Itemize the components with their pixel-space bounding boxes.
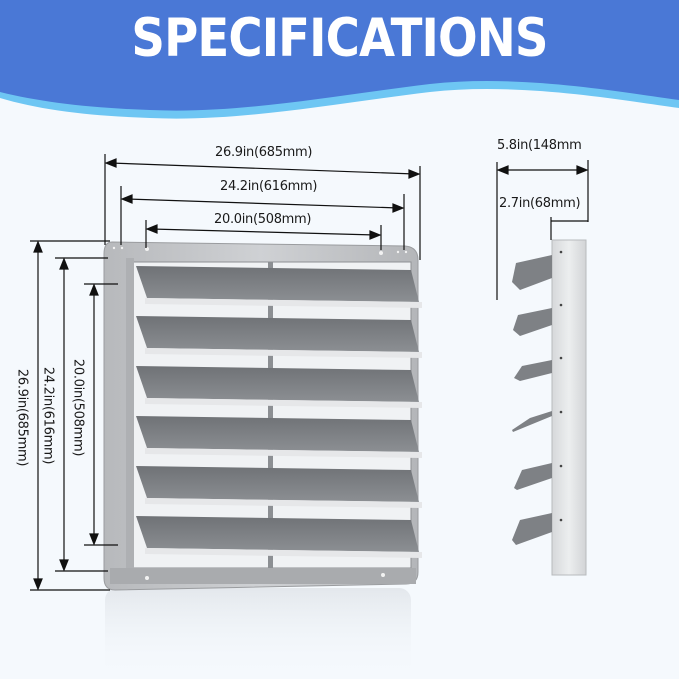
dimension-overall-width: 26.9in(685mm)	[215, 145, 313, 160]
dimension-opening-width: 20.0in(508mm)	[214, 212, 312, 227]
dimension-flange-height: 24.2in(616mm)	[40, 366, 56, 465]
dimension-overall-depth: 5.8in(148mm	[497, 138, 582, 153]
dimension-overall-height: 26.9in(685mm)	[14, 368, 30, 467]
header-banner	[0, 0, 679, 140]
dimension-flange-width: 24.2in(616mm)	[220, 179, 318, 194]
louver-blades	[136, 266, 422, 558]
dimension-frame-depth: 2.7in(68mm)	[499, 196, 581, 211]
dimension-opening-height: 20.0in(508mm)	[70, 358, 86, 457]
page-title: SPECIFICATIONS	[131, 8, 548, 69]
